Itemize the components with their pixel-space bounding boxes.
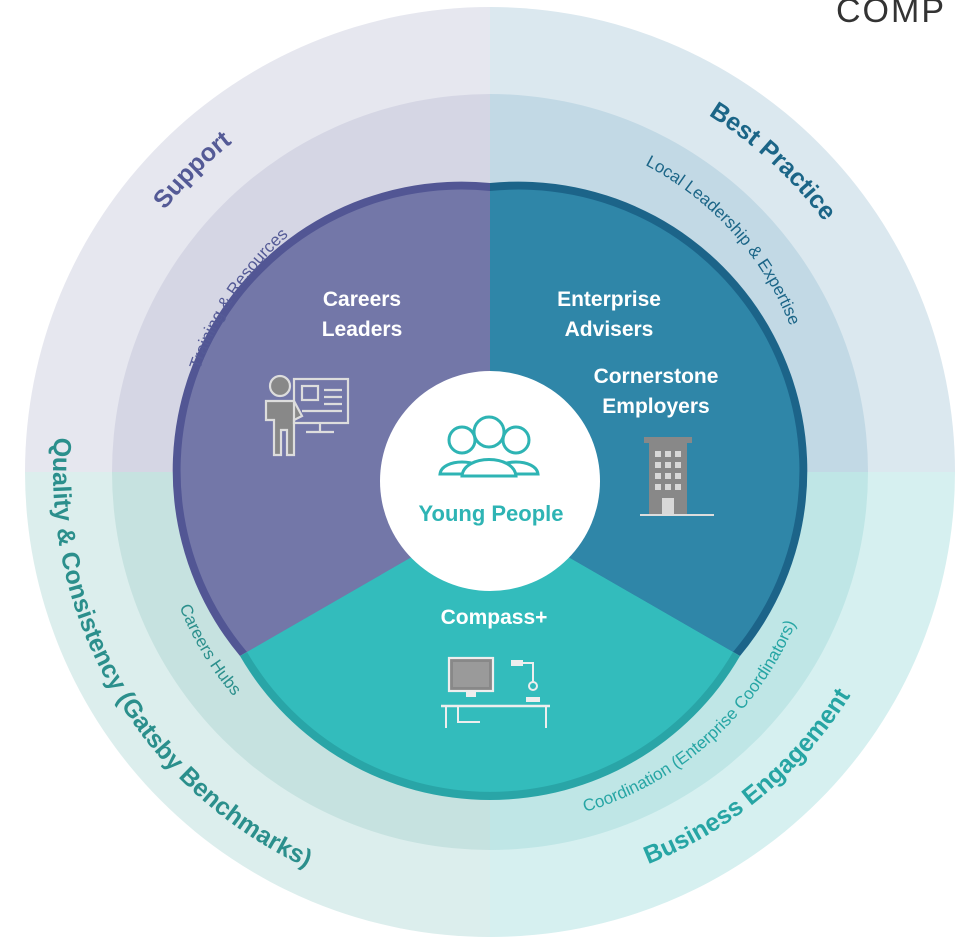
label-compass-plus: Compass+ (441, 606, 548, 629)
computer-desk-icon (441, 656, 550, 728)
label-enterprise: Enterprise (557, 288, 661, 311)
segment-compass (247, 512, 733, 792)
label-employers: Employers (602, 395, 709, 418)
label-cornerstone: Cornerstone (594, 365, 719, 388)
people-group-icon (438, 415, 540, 478)
corner-logo-text: COMP (836, 0, 946, 30)
center-circle (380, 371, 600, 591)
presenter-icon (264, 374, 350, 457)
label-young-people: Young People (418, 501, 563, 526)
label-advisers: Advisers (565, 318, 654, 341)
label-leaders: Leaders (322, 318, 403, 341)
label-careers: Careers (323, 288, 401, 311)
building-icon (640, 437, 714, 516)
inner-circle (172, 181, 808, 801)
